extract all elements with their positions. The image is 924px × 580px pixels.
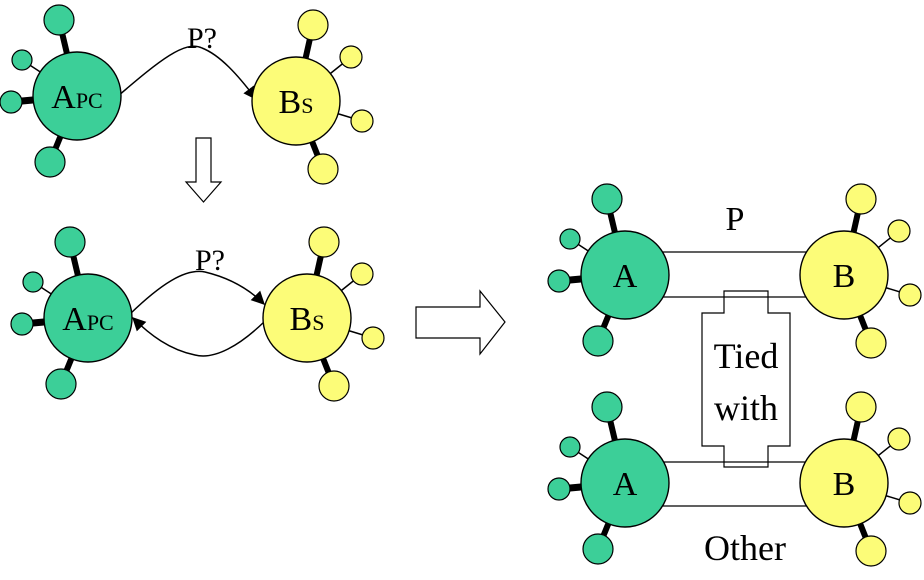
satellite-node bbox=[547, 477, 571, 501]
satellite-node bbox=[308, 226, 340, 258]
core-node bbox=[43, 273, 133, 363]
satellite-node bbox=[339, 45, 363, 69]
satellite-node bbox=[898, 491, 922, 515]
tie-label-line1: Tied bbox=[714, 336, 779, 376]
node-b-s-middle: BS bbox=[290, 301, 325, 338]
down-arrow-icon bbox=[184, 137, 223, 203]
satellite-node bbox=[845, 183, 877, 215]
core-node bbox=[799, 230, 889, 320]
edge-label-other: Other bbox=[704, 528, 786, 568]
edge-label-p: P bbox=[726, 201, 745, 238]
core-node bbox=[251, 56, 341, 146]
edge-label-middle: P? bbox=[195, 244, 225, 277]
satellite-node bbox=[350, 109, 374, 133]
satellite-node bbox=[297, 9, 329, 41]
satellite-node bbox=[318, 370, 350, 402]
satellite-node bbox=[898, 283, 922, 307]
satellite-node bbox=[559, 436, 581, 458]
right-arrow-icon bbox=[415, 289, 506, 356]
core-node bbox=[262, 273, 352, 363]
core-node bbox=[580, 438, 670, 528]
satellite-node bbox=[11, 49, 33, 71]
molecule-a-bottom-right bbox=[547, 391, 670, 565]
edges bbox=[117, 45, 810, 507]
satellite-node bbox=[45, 368, 77, 400]
satellite-node bbox=[887, 219, 911, 243]
node-a-pc-middle: APC bbox=[62, 301, 113, 338]
satellite-node bbox=[34, 146, 66, 178]
node-a-pc-top: APC bbox=[51, 79, 102, 116]
edge-p-top bbox=[117, 45, 257, 101]
molecule-a-top-left bbox=[0, 4, 122, 178]
tie-label-line2: with bbox=[714, 388, 778, 428]
node-b-bottom-right: B bbox=[833, 466, 856, 503]
core-node bbox=[32, 51, 122, 141]
edge-label-top: P? bbox=[187, 22, 217, 55]
molecule-a-top-right bbox=[547, 183, 670, 357]
satellite-node bbox=[582, 533, 614, 565]
satellite-node bbox=[582, 325, 614, 357]
molecule-b-bottom-right bbox=[799, 391, 922, 567]
satellite-node bbox=[845, 391, 877, 423]
satellite-node bbox=[10, 312, 34, 336]
satellite-node bbox=[591, 391, 623, 423]
satellite-node bbox=[855, 327, 887, 359]
satellite-node bbox=[350, 262, 374, 286]
satellite-node bbox=[43, 4, 75, 36]
node-b-top-right: B bbox=[833, 258, 856, 295]
node-a-bottom-right: A bbox=[613, 466, 638, 503]
satellite-node bbox=[54, 226, 86, 258]
satellite-node bbox=[547, 269, 571, 293]
satellite-node bbox=[361, 326, 385, 350]
satellite-node bbox=[0, 90, 23, 114]
edge-p-forward bbox=[129, 270, 265, 315]
satellite-node bbox=[22, 271, 44, 293]
satellite-node bbox=[855, 535, 887, 567]
tied-with-box bbox=[701, 290, 791, 468]
molecule-b-top-right bbox=[799, 183, 922, 359]
satellite-node bbox=[887, 427, 911, 451]
molecules bbox=[0, 4, 922, 567]
molecule-b-top-left bbox=[251, 9, 374, 185]
core-node bbox=[799, 438, 889, 528]
satellite-node bbox=[591, 183, 623, 215]
molecule-a-middle-left bbox=[10, 226, 133, 400]
satellite-node bbox=[559, 228, 581, 250]
satellite-node bbox=[307, 153, 339, 185]
core-node bbox=[580, 230, 670, 320]
node-a-top-right: A bbox=[613, 258, 638, 295]
edge-p-backward bbox=[132, 317, 265, 357]
node-b-s-top: BS bbox=[279, 84, 314, 121]
molecule-b-middle-left bbox=[262, 226, 385, 402]
